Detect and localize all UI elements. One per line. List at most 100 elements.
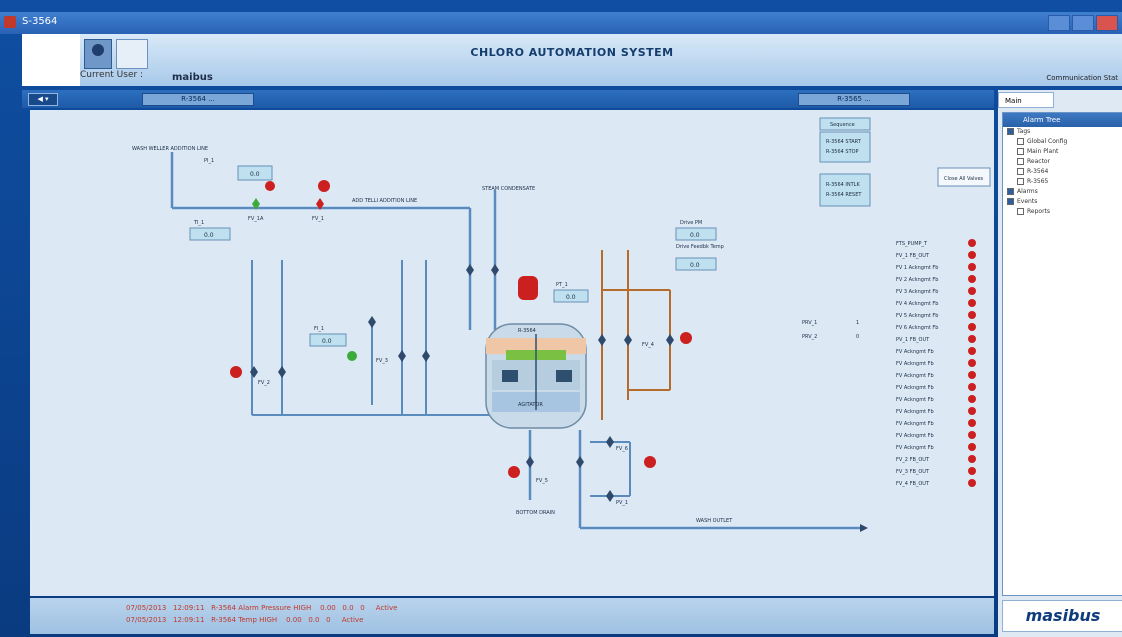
valve-icon[interactable]	[250, 366, 258, 378]
svg-text:PI_1: PI_1	[204, 158, 214, 164]
svg-text:0.0: 0.0	[690, 262, 700, 269]
tree-checkbox[interactable]	[1017, 178, 1024, 185]
interlock-panel[interactable]: R-3564 INTLK R-3564 RESET	[819, 173, 871, 207]
valve-icon[interactable]	[666, 334, 674, 346]
alarm-indicator	[968, 419, 976, 427]
back-button[interactable]: ◀ ▾	[28, 93, 58, 106]
valve-icon[interactable]	[606, 490, 614, 502]
tree-item[interactable]: R-3564	[1007, 167, 1122, 177]
tree-checkbox[interactable]	[1017, 208, 1024, 215]
close-button[interactable]	[1096, 15, 1118, 31]
tree-item-label: Main Plant	[1027, 148, 1059, 155]
valve-icon[interactable]	[368, 316, 376, 328]
agitator-label: AGITATOR	[518, 402, 543, 408]
alarm-indicator	[968, 287, 976, 295]
valve-icon[interactable]	[624, 334, 632, 346]
tree-item[interactable]: Events	[1007, 197, 1122, 207]
tree-checkbox[interactable]	[1007, 198, 1014, 205]
tree-checkbox[interactable]	[1007, 128, 1014, 135]
alarm-label: FV 5 Ackngmt Fb	[896, 313, 938, 319]
app-icon	[4, 16, 16, 28]
tree-checkbox[interactable]	[1017, 158, 1024, 165]
alarm-label: FV Ackngmt Fb	[896, 349, 934, 355]
valve-tag: FV_1	[312, 216, 324, 222]
line-label: ADD TELLI ADDITION LINE	[352, 198, 417, 204]
valve-tag: FV_5	[536, 478, 548, 484]
tree-item[interactable]: Main Plant	[1007, 147, 1122, 157]
reactor-vessel[interactable]	[485, 323, 587, 429]
alarm-indicator	[968, 371, 976, 379]
user-avatar-icon[interactable]	[84, 39, 112, 69]
tab-main[interactable]: Main	[998, 92, 1054, 108]
close-all-valves-button[interactable]: Close All Valves	[937, 167, 991, 187]
alarm-indicator	[968, 395, 976, 403]
agitator-motor-icon[interactable]	[518, 276, 538, 300]
valve-icon[interactable]	[398, 350, 406, 362]
tree-checkbox[interactable]	[1017, 168, 1024, 175]
reactor-right-tab[interactable]: R-3565 ...	[798, 93, 910, 106]
outlet-label: WASH OUTLET	[696, 518, 733, 524]
tree-item[interactable]: Reactor	[1007, 157, 1122, 167]
valve-icon[interactable]	[252, 198, 260, 210]
valve-icon[interactable]	[606, 436, 614, 448]
valve-tag: PV_1	[616, 500, 628, 506]
svg-text:0.0: 0.0	[566, 294, 576, 301]
alarm-label: FV Ackngmt Fb	[896, 361, 934, 367]
tree-item[interactable]: Alarms	[1007, 187, 1122, 197]
minimize-button[interactable]	[1048, 15, 1070, 31]
valve-icon[interactable]	[598, 334, 606, 346]
event-row: 07/05/2013 12:09:11 R-3564 Temp HIGH 0.0…	[126, 616, 364, 624]
communication-status-label: Communication Stat	[1046, 74, 1118, 82]
valve-icon[interactable]	[526, 456, 534, 468]
tree-item[interactable]: Global Config	[1007, 137, 1122, 147]
valve-icon[interactable]	[422, 350, 430, 362]
svg-text:Drive Feedbk Temp: Drive Feedbk Temp	[676, 244, 724, 250]
valve-icon[interactable]	[278, 366, 286, 378]
svg-text:R-3564 RESET: R-3564 RESET	[826, 192, 862, 198]
alarm-label: FV_1 FB_OUT	[896, 253, 930, 259]
tree-checkbox[interactable]	[1017, 148, 1024, 155]
window-titlebar: S-3564	[0, 12, 1122, 34]
sequence-panel[interactable]: Sequence R-3564 START R-3564 STOP	[819, 117, 871, 163]
alarm-indicator	[968, 347, 976, 355]
alarm-indicator	[968, 299, 976, 307]
valve-icon[interactable]	[466, 264, 474, 276]
maximize-button[interactable]	[1072, 15, 1094, 31]
alarm-label: FV Ackngmt Fb	[896, 445, 934, 451]
valve-icon[interactable]	[316, 198, 324, 210]
tree-checkbox[interactable]	[1017, 138, 1024, 145]
brand-logo: masibus	[1002, 600, 1122, 632]
status-tag: PRV_2	[802, 334, 817, 340]
alarm-indicator	[968, 479, 976, 487]
tree-item-label: R-3565	[1027, 178, 1049, 185]
valve-icon[interactable]	[491, 264, 499, 276]
instrument-box: PT_1 0.0	[553, 282, 589, 303]
alarm-label: FV 3 Ackngmt Fb	[896, 289, 938, 295]
logo-area	[22, 34, 80, 86]
alarm-label: FV Ackngmt Fb	[896, 421, 934, 427]
alarm-label: FV_2 FB_OUT	[896, 457, 930, 463]
alarm-label: FV 2 Ackngmt Fb	[896, 277, 938, 283]
alarm-label: FV 4 Ackngmt Fb	[896, 301, 938, 307]
svg-text:0.0: 0.0	[322, 338, 332, 345]
valve-tag: FV_1A	[248, 216, 264, 222]
instrument-box: Drive Feedbk Temp 0.0	[675, 244, 724, 271]
instrument-box: PI_1 0.0	[204, 158, 273, 181]
svg-text:FI_1: FI_1	[314, 326, 324, 332]
alarm-indicator	[968, 275, 976, 283]
valve-icon[interactable]	[576, 456, 584, 468]
valve-tag: FV_2	[258, 380, 270, 386]
svg-text:R-3564 INTLK: R-3564 INTLK	[826, 182, 860, 188]
login-button[interactable]	[116, 39, 148, 69]
tree-checkbox[interactable]	[1007, 188, 1014, 195]
tree-item-label: Events	[1017, 198, 1038, 205]
tree-item-label: Global Config	[1027, 138, 1068, 145]
alarm-indicator	[265, 181, 275, 191]
reactor-left-tab[interactable]: R-3564 ...	[142, 93, 254, 106]
tree-item[interactable]: Reports	[1007, 207, 1122, 217]
alarm-indicator	[968, 359, 976, 367]
tree-item[interactable]: Tags	[1007, 127, 1122, 137]
tree-item[interactable]: R-3565	[1007, 177, 1122, 187]
